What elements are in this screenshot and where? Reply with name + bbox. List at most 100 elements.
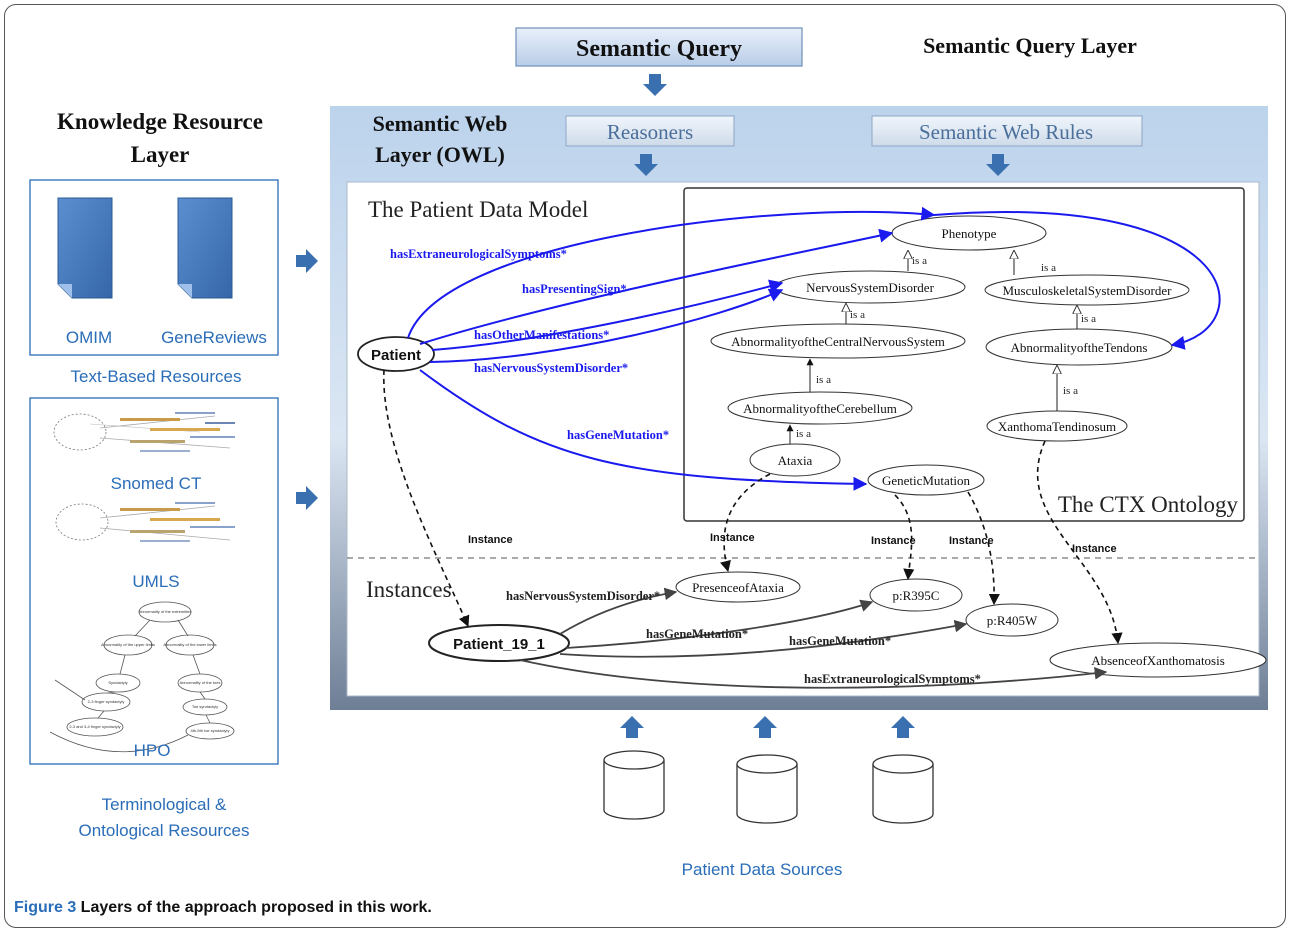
rel-presenting-label: hasPresentingSign* [522,282,627,296]
patient-instance-edge [383,369,470,628]
instance-edge-label: Instance [949,535,994,547]
knowledge-layer-title-line2: Layer [131,142,190,167]
web-layer-title-line1: Semantic Web [373,111,508,136]
semantic-query-layer-title: Semantic Query Layer [923,33,1137,58]
inst-nervous-edge [559,587,678,635]
instance-edge-label: Instance [1072,543,1117,555]
inst-extraneuro-label: hasExtraneurologicalSymptoms* [804,672,981,686]
isa-label: is a [912,255,927,267]
hpo-node-label: Abnormality of the upper limbs [101,642,155,647]
isa-label: is a [1081,313,1096,325]
hpo-node-label: Abnormality of the extremities [139,609,192,614]
semantic-query-label: Semantic Query [576,36,742,62]
cns-abnormality-label: AbnormalityoftheCentralNervousSystem [731,334,945,349]
isa-label: is a [850,309,865,321]
genetic-mutation-label: GeneticMutation [882,473,971,488]
ctx-ontology-title: The CTX Ontology [1058,492,1239,517]
inst-gene-label: hasGeneMutation* [789,634,891,648]
omim-label: OMIM [66,328,112,347]
semantic-query-box [515,27,803,67]
source-arrow [620,716,644,738]
terminology-arrow [296,486,318,510]
has-other-manifestations-edge [431,279,784,351]
patient-instance-label: Patient_19_1 [453,636,545,653]
rel-other-label: hasOtherManifestations* [474,328,609,342]
presence-of-ataxia-node [675,571,801,603]
terminology-caption-line1: Terminological & [102,795,227,814]
hpo-node-label: 4th-5th toe syndactyly [191,728,230,733]
has-gene-mutation-edge [419,369,868,491]
ataxia-instance-edge [720,473,771,573]
isa-label: is a [1063,385,1078,397]
absence-of-xanthomatosis-label: AbsenceofXanthomatosis [1091,653,1225,668]
musculoskeletal-node [984,274,1190,306]
rel-gene-label: hasGeneMutation* [567,428,669,442]
instance-edge-label: Instance [871,535,916,547]
hpo-label: HPO [134,741,171,760]
text-resources-arrow [296,249,318,273]
reasoners-label: Reasoners [607,120,693,144]
omim-document-icon [57,197,113,299]
patient-node [357,336,435,372]
hpo-node-label: Abnormality of the toes [180,680,221,685]
ctx-ontology-box [683,187,1245,522]
xanthomatosis-instance-edge [1037,440,1123,645]
hpo-node-label: Syndactyly [108,680,127,685]
omim-page-fold [58,284,72,298]
hpo-node-label: 2-3 and 3-4 finger syndactyly [69,724,120,729]
extraneurological-to-tendons-edge [933,211,1221,350]
text-resources-caption: Text-Based Resources [70,367,241,386]
instances-title: Instances [366,577,452,602]
database-icon [872,754,934,824]
musculoskeletal-label: MusculoskeletalSystemDisorder [1003,283,1173,298]
r395c-instance-edge [894,494,915,581]
database-icon [736,754,798,824]
genereviews-document-icon [177,197,233,299]
inst-nervous-label: hasNervousSystemDisorder* [506,589,660,603]
umls-label: UMLS [132,572,179,591]
patient-data-model-title: The Patient Data Model [368,197,588,222]
tendons-abnormality-label: AbnormalityoftheTendons [1010,340,1147,355]
figure-caption: Figure 3 Layers of the approach proposed… [14,899,432,916]
genetic-mutation-node [867,464,985,496]
ataxia-node [749,443,841,477]
figure-caption-label: Figure 3 [14,899,76,916]
has-presenting-sign-edge [419,228,894,345]
cerebellum-abnormality-node [727,391,913,425]
r395c-label: p:R395C [893,588,940,603]
r405w-instance-edge [967,491,1000,606]
instance-edge-label: Instance [710,532,755,544]
hpo-node-label: 2-3 finger syndactyly [88,699,125,704]
isa-label: is a [796,428,811,440]
r405w-label: p:R405W [987,613,1038,628]
inst-gene-r395c-edge [565,599,874,649]
hpo-node-label: Abnormality of the lower limbs [163,642,216,647]
hpo-graph-thumbnail [49,601,235,753]
inst-gene-label: hasGeneMutation* [646,627,748,641]
web-layer-title-line2: Layer (OWL) [375,142,505,167]
patient-instance-node [428,624,570,662]
phenotype-label: Phenotype [942,226,997,241]
ataxia-label: Ataxia [778,453,813,468]
patient-sources-caption: Patient Data Sources [682,860,843,879]
has-extraneurological-edge [407,206,936,339]
has-nervous-system-disorder-edge [429,288,784,363]
snomed-graph-thumbnail [53,412,235,452]
knowledge-layer-title-line1: Knowledge Resource [57,109,263,134]
presence-of-ataxia-label: PresenceofAtaxia [692,580,784,595]
inst-extraneuro-edge [519,659,1108,689]
rules-box [871,115,1143,147]
source-arrow [753,716,777,738]
figure-caption-text: Layers of the approach proposed in this … [76,899,432,916]
hpo-node-label: Toe syndactyly [192,704,218,709]
database-icon [603,750,665,820]
reasoners-box [565,115,735,147]
terminology-caption-line2: Ontological Resources [78,821,249,840]
figure-frame [4,4,1286,928]
source-arrow [891,716,915,738]
r395c-node [869,578,963,612]
terminology-panel [29,397,279,765]
patient-label: Patient [371,347,421,364]
isa-label: is a [816,374,831,386]
